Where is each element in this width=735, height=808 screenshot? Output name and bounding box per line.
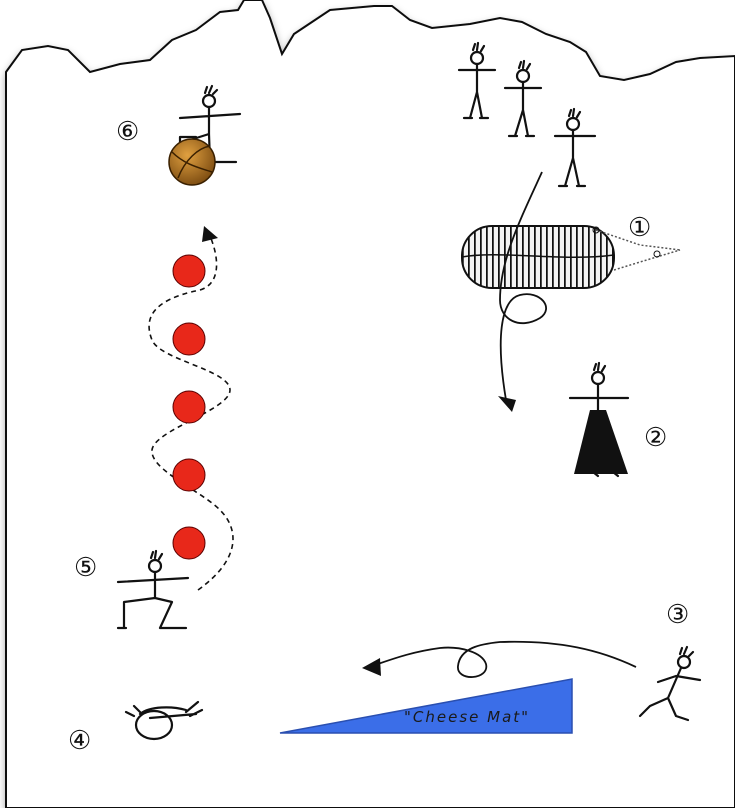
stick-figure-kid-3 — [553, 107, 597, 188]
torn-paper-border — [5, 0, 735, 808]
station-number-5: ⑤ — [74, 553, 97, 583]
station-number-1: ① — [628, 213, 651, 243]
arrowhead-weaving — [202, 226, 218, 242]
arrowhead-3-to-4 — [362, 658, 381, 676]
station-number-6: ⑥ — [116, 117, 139, 147]
weaving-path — [148, 235, 234, 591]
cones — [172, 254, 206, 560]
punching-bag — [461, 225, 681, 289]
cone-1 — [172, 254, 206, 288]
path-arrow-1-to-2 — [499, 171, 547, 401]
running-figure — [638, 645, 702, 722]
station-number-3: ③ — [666, 600, 689, 630]
cone-5 — [172, 526, 206, 560]
cheese-mat — [279, 678, 573, 734]
black-dress — [574, 410, 628, 474]
ball-seams — [171, 145, 213, 179]
kneeling-figure — [116, 549, 190, 630]
rolling-figure — [124, 700, 204, 741]
cone-2 — [172, 322, 206, 356]
cheese-mat-label: "Cheese Mat" — [404, 708, 530, 726]
arrowhead-1-to-2 — [498, 396, 516, 412]
station-number-2: ② — [644, 423, 667, 453]
bag-chain — [595, 229, 681, 271]
cone-4 — [172, 458, 206, 492]
station-number-4: ④ — [68, 726, 91, 756]
stick-figure-kid-1 — [457, 41, 497, 120]
stick-figure-kid-2 — [503, 59, 543, 138]
cone-3 — [172, 390, 206, 424]
path-arrow-3-to-4 — [371, 640, 637, 678]
